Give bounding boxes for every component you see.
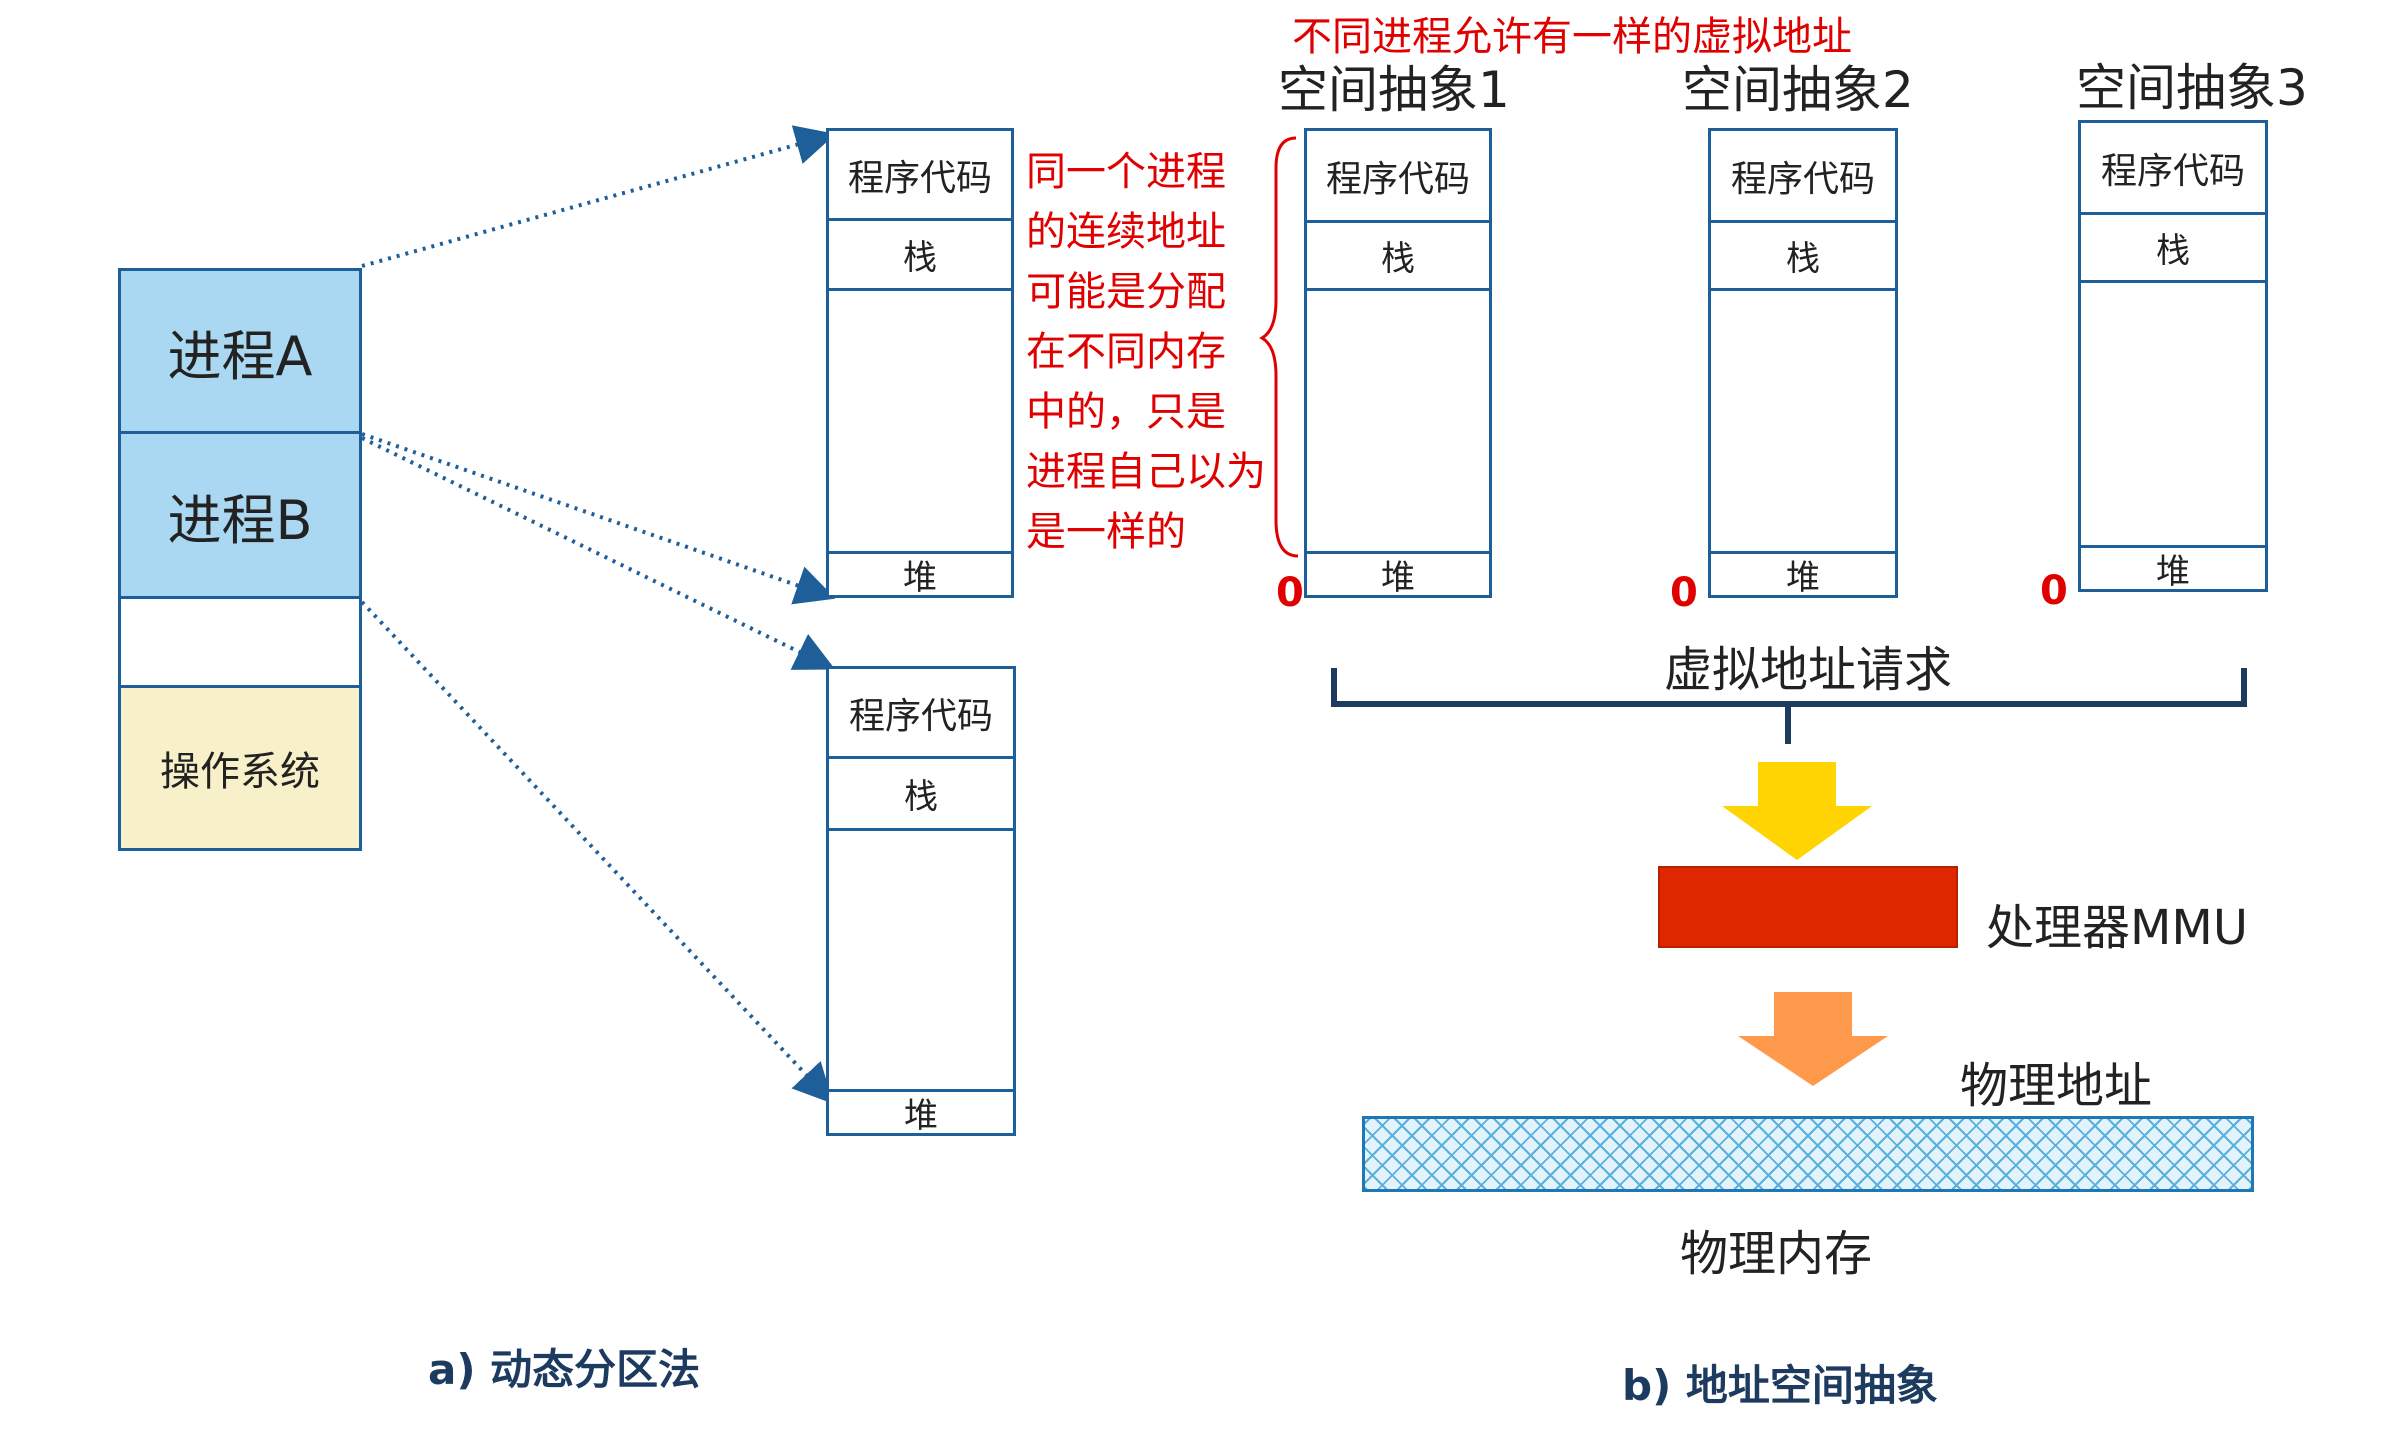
continuity-note: 同一个进程 的连续地址 可能是分配 在不同内存 中的，只是 进程自己以为 是一样… [1026, 142, 1266, 562]
stack-segment: 栈 [829, 759, 1013, 831]
space-2-title: 空间抽象2 [1682, 61, 1914, 119]
free-memory-block [118, 596, 362, 688]
stack-label: 栈 [1381, 239, 1415, 279]
process-a-block: 进程A [118, 268, 362, 434]
space-1-zero: 0 [1276, 570, 1304, 616]
caption-a: a) 动态分区法 [428, 1345, 701, 1394]
mmu-label: 处理器MMU [1986, 900, 2248, 956]
stack-label: 栈 [2156, 231, 2190, 271]
code-label: 程序代码 [847, 157, 992, 199]
note-line: 是一样的 [1026, 509, 1186, 555]
note-line: 的连续地址 [1026, 209, 1226, 255]
note-line: 中的，只是 [1026, 389, 1226, 435]
stack-label: 栈 [903, 238, 937, 278]
physical-memory-bar [1362, 1116, 2254, 1192]
process-a-label: 进程A [167, 324, 313, 388]
caption-b: b) 地址空间抽象 [1622, 1361, 1938, 1410]
os-block: 操作系统 [118, 685, 362, 851]
mapping-line [361, 432, 836, 605]
heap-segment: 堆 [829, 551, 1011, 598]
code-segment: 程序代码 [829, 131, 1011, 221]
note-line: 可能是分配 [1026, 269, 1226, 315]
note-line: 进程自己以为 [1026, 449, 1266, 495]
physical-address-label: 物理地址 [1960, 1058, 2153, 1114]
address-space-a: 程序代码 栈 堆 [826, 128, 1014, 598]
mapping-line [361, 436, 836, 670]
note-line: 在不同内存 [1026, 329, 1226, 375]
heap-label: 堆 [2156, 552, 2190, 592]
address-space-b: 程序代码 栈 堆 [826, 666, 1016, 1136]
physical-memory-label: 物理内存 [1680, 1226, 1873, 1282]
mapping-line [361, 125, 836, 268]
heap-label: 堆 [904, 1096, 938, 1136]
heap-label: 堆 [1786, 558, 1820, 598]
code-label: 程序代码 [2100, 150, 2245, 192]
space-1-title: 空间抽象1 [1278, 61, 1510, 119]
heap-segment: 堆 [1307, 551, 1489, 598]
stack-label: 栈 [904, 777, 938, 817]
heap-segment: 堆 [829, 1089, 1013, 1136]
heap-label: 堆 [903, 558, 937, 598]
process-b-block: 进程B [118, 431, 362, 599]
code-segment: 程序代码 [1307, 131, 1489, 223]
heap-label: 堆 [1381, 558, 1415, 598]
annotation-brace [1258, 136, 1299, 558]
virtual-request-label: 虚拟地址请求 [1664, 642, 1953, 698]
code-segment: 程序代码 [1711, 131, 1895, 223]
code-label: 程序代码 [848, 695, 993, 737]
orange-down-arrow [1738, 992, 1888, 1086]
space-3-zero: 0 [2040, 568, 2068, 614]
abstract-space-1: 程序代码 栈 堆 [1304, 128, 1492, 598]
stack-segment: 栈 [829, 221, 1011, 291]
abstract-space-2: 程序代码 栈 堆 [1708, 128, 1898, 598]
stack-segment: 栈 [1711, 223, 1895, 291]
stack-label: 栈 [1786, 239, 1820, 279]
mapping-line [360, 600, 834, 1104]
code-segment: 程序代码 [829, 669, 1013, 759]
mmu-block [1658, 866, 1958, 948]
space-3-title: 空间抽象3 [2076, 59, 2308, 117]
os-label: 操作系统 [160, 749, 320, 795]
same-virtual-address-note: 不同进程允许有一样的虚拟地址 [1292, 14, 1852, 60]
stack-segment: 栈 [1307, 223, 1489, 291]
stack-segment: 栈 [2081, 215, 2265, 283]
abstract-space-3: 程序代码 栈 堆 [2078, 120, 2268, 592]
heap-segment: 堆 [2081, 545, 2265, 592]
heap-segment: 堆 [1711, 551, 1895, 598]
code-segment: 程序代码 [2081, 123, 2265, 215]
process-b-label: 进程B [167, 488, 313, 552]
note-line: 同一个进程 [1026, 149, 1226, 195]
code-label: 程序代码 [1325, 158, 1470, 200]
yellow-down-arrow [1722, 762, 1872, 860]
code-label: 程序代码 [1730, 158, 1875, 200]
space-2-zero: 0 [1670, 570, 1698, 616]
